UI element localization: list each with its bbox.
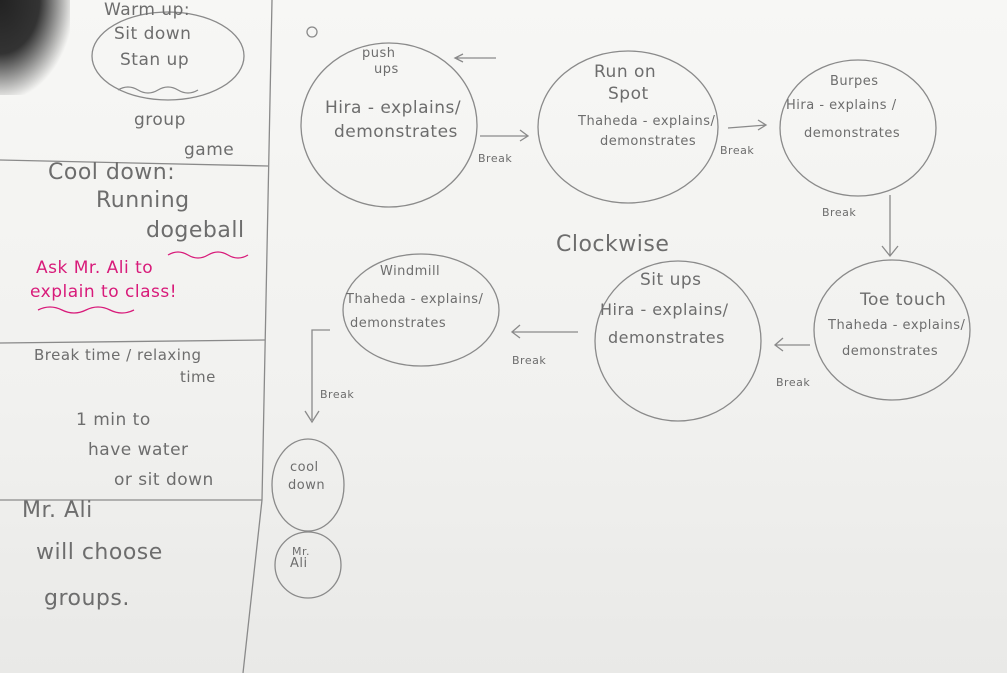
warmup-ellipse: [91, 11, 245, 101]
break-line-2: time: [180, 368, 216, 386]
sidebar-divider-2: [0, 339, 266, 344]
circle-mr-ali: [274, 531, 342, 599]
note-squiggle: [37, 306, 135, 314]
arrow-5: [510, 324, 578, 339]
note-line-2: explain to class!: [30, 282, 178, 302]
toe-verb: demonstrates: [842, 344, 939, 359]
windmill-verb: demonstrates: [350, 316, 447, 331]
burpes-person: Hira - explains /: [786, 98, 897, 113]
arrow-4: [773, 337, 810, 352]
pushups-title-1: push: [362, 46, 396, 61]
arrow-6: [304, 329, 330, 424]
run-person: Thaheda - explains/: [578, 114, 716, 129]
toe-title: Toe touch: [860, 290, 947, 310]
groups-line-1: Mr. Ali: [22, 498, 93, 523]
cooldown-line-2: dogeball: [146, 218, 245, 243]
burpes-title: Burpes: [830, 74, 879, 89]
warmup-title: Warm up:: [104, 0, 191, 20]
circle-cool-down: [271, 438, 345, 532]
corner-shadow: [0, 0, 70, 95]
note-line-1: Ask Mr. Ali to: [36, 258, 154, 278]
pushups-verb: demonstrates: [334, 122, 458, 142]
groups-line-3: groups.: [44, 586, 130, 611]
water-line-2: have water: [88, 440, 189, 460]
groups-line-2: will choose: [36, 540, 163, 565]
group-line-1: group: [134, 110, 186, 130]
break-label-2: Break: [720, 144, 755, 157]
circle-sit-ups: [594, 260, 762, 422]
circle-run-on-spot: [537, 50, 719, 204]
sidebar-vertical-line: [242, 0, 273, 673]
break-label-1: Break: [478, 152, 513, 165]
situps-person: Hira - explains/: [600, 300, 729, 319]
circle-windmill: [342, 253, 500, 367]
arrow-3: [881, 195, 899, 258]
water-line-3: or sit down: [114, 470, 214, 490]
circle-pushups: [300, 42, 478, 208]
pushups-person: Hira - explains/: [325, 98, 462, 118]
warmup-line-2: Stan up: [120, 50, 190, 70]
circle-burpes: [779, 59, 937, 197]
run-verb: demonstrates: [600, 134, 697, 149]
run-title-1: Run on: [594, 62, 657, 82]
pushups-title-2: ups: [374, 62, 399, 77]
toe-person: Thaheda - explains/: [828, 318, 966, 333]
cooldown-squiggle: [167, 251, 249, 259]
page-mark-circle: [306, 26, 318, 38]
cooldown-node-title-2: down: [288, 478, 326, 493]
cooldown-line-1: Running: [96, 188, 190, 213]
run-title-2: Spot: [608, 84, 649, 104]
sidebar-divider-1: [0, 159, 269, 167]
break-label-4: Break: [776, 376, 811, 389]
mrali-node-title-1: Mr.: [292, 545, 310, 558]
clockwise-label: Clockwise: [556, 232, 670, 257]
break-label-6: Break: [320, 388, 355, 401]
situps-title: Sit ups: [640, 270, 702, 290]
sidebar-squiggle-1: [117, 86, 199, 94]
circle-toe-touch: [813, 259, 971, 401]
windmill-person: Thaheda - explains/: [346, 292, 484, 307]
arrow-1: [480, 129, 530, 142]
arrow-2: [727, 119, 768, 131]
situps-verb: demonstrates: [608, 328, 725, 347]
mrali-node-title-2: Ali: [290, 556, 308, 571]
group-line-2: game: [184, 140, 235, 160]
break-line-1: Break time / relaxing: [34, 346, 202, 364]
break-label-5: Break: [512, 354, 547, 367]
windmill-title: Windmill: [380, 264, 441, 279]
cooldown-title: Cool down:: [48, 160, 176, 185]
warmup-line-1: Sit down: [114, 24, 192, 44]
top-arrow: [453, 53, 496, 63]
burpes-verb: demonstrates: [804, 126, 901, 141]
cooldown-node-title-1: cool: [290, 460, 319, 475]
break-label-3: Break: [822, 206, 857, 219]
water-line-1: 1 min to: [76, 410, 151, 430]
